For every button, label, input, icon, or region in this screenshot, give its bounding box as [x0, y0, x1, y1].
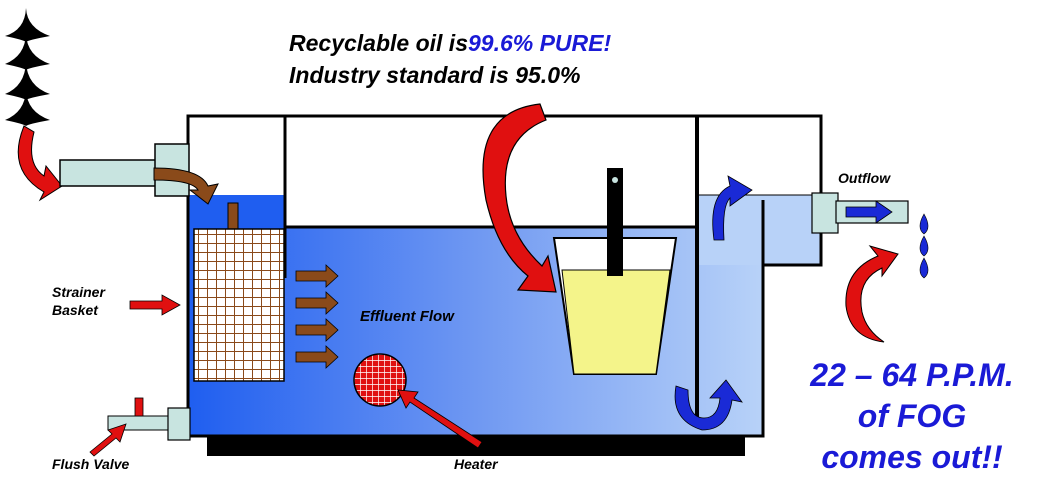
effluent-arrow-icon: [295, 345, 339, 369]
oil-cup-rod: [607, 168, 623, 276]
bottom-curved-arrow-icon: [674, 379, 743, 431]
label-strainer-line1: Strainer: [52, 284, 105, 300]
up-curved-arrow-icon: [712, 175, 753, 241]
oil-cup-rod-hole: [612, 177, 618, 183]
inlet-flow-arrow-icon: [153, 167, 219, 205]
effluent-arrows: [295, 264, 339, 369]
oil-fill: [561, 269, 671, 375]
result-line2: of FOG: [857, 398, 967, 434]
inlet-curved-arrow-icon: [17, 125, 63, 202]
oil-curved-arrow-icon: [482, 103, 557, 293]
flush-valve-handle: [134, 397, 144, 417]
effluent-arrow-icon: [295, 318, 339, 342]
headline-prefix: Recyclable oil is: [289, 30, 468, 56]
result-line1: 22 – 64 P.P.M.: [810, 357, 1014, 393]
inlet-stub: [227, 202, 239, 230]
heater-pointer-arrow-icon: [397, 389, 483, 449]
label-effluent-flow: Effluent Flow: [360, 308, 454, 325]
label-flush-valve: Flush Valve: [52, 456, 130, 472]
flush-valve-flange: [167, 407, 191, 441]
drip-icon: [919, 213, 929, 279]
headline-line1: Recyclable oil is99.6% PURE!: [289, 30, 611, 57]
strainer-pointer-arrow-icon: [129, 294, 181, 316]
label-heater: Heater: [454, 456, 498, 472]
result-curved-arrow-icon: [845, 245, 899, 343]
outflow-arrow-icon: [845, 200, 893, 224]
headline-highlight: 99.6% PURE!: [467, 30, 612, 56]
result-line3: comes out!!: [821, 439, 1003, 475]
outlet-pipe-flange: [811, 192, 839, 234]
effluent-arrow-icon: [295, 291, 339, 315]
effluent-arrow-icon: [295, 264, 339, 288]
heater-element: [353, 353, 407, 407]
label-strainer-line2: Basket: [52, 302, 98, 318]
inlet-pipe: [59, 159, 158, 187]
headline-line2: Industry standard is 95.0%: [289, 62, 581, 88]
strainer-basket: [193, 228, 285, 382]
label-outflow: Outflow: [838, 170, 891, 186]
flush-pointer-arrow-icon: [89, 423, 127, 457]
wave-stack-icon: [5, 8, 50, 126]
